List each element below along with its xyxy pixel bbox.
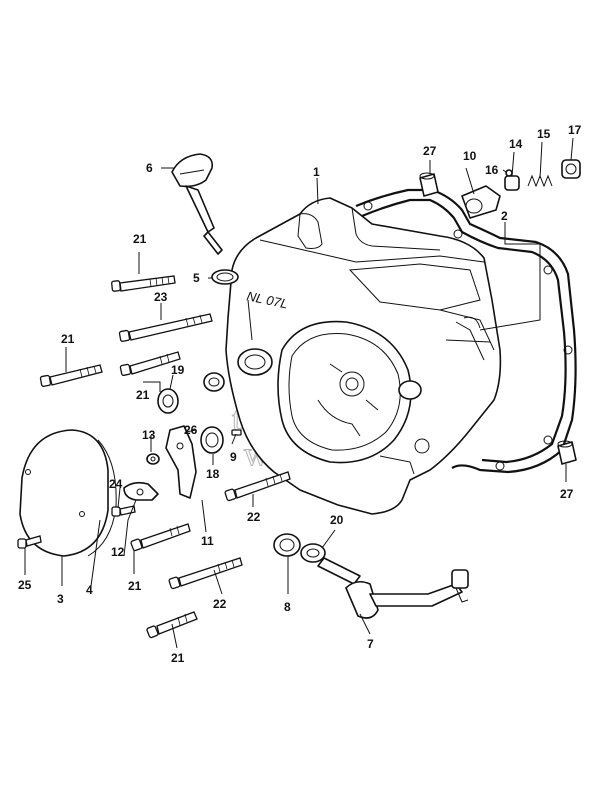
callout-12: 12 bbox=[111, 545, 125, 559]
callout-21-a: 21 bbox=[133, 232, 147, 246]
oil-seal-19 bbox=[157, 388, 179, 414]
callout-21-b: 21 bbox=[61, 332, 75, 346]
callout-13: 13 bbox=[142, 428, 156, 442]
pin-9 bbox=[231, 429, 242, 436]
callout-5: 5 bbox=[193, 271, 200, 285]
bolt-21-bottom bbox=[146, 611, 198, 639]
callout-1: 1 bbox=[313, 165, 320, 179]
callout-23: 23 bbox=[154, 290, 168, 304]
nut-13 bbox=[146, 453, 160, 465]
cam-12 bbox=[123, 481, 159, 501]
pin-16 bbox=[505, 169, 513, 177]
callout-25: 25 bbox=[18, 578, 32, 592]
bolt-21-right bbox=[119, 351, 181, 377]
callout-4: 4 bbox=[86, 583, 93, 597]
callout-3: 3 bbox=[57, 592, 64, 606]
callout-18: 18 bbox=[206, 467, 220, 481]
bushing-27-top bbox=[419, 172, 439, 197]
bolt-22-lower bbox=[168, 557, 243, 590]
oil-filler-cap bbox=[171, 153, 223, 255]
callout-21-d: 21 bbox=[128, 579, 142, 593]
plunger-10 bbox=[461, 185, 501, 219]
bolt-21-lower-a bbox=[130, 523, 191, 552]
cap-17 bbox=[561, 159, 581, 179]
callouts: 1 2 3 4 5 6 7 8 9 10 11 12 13 14 15 16 1… bbox=[18, 123, 582, 665]
callout-26: 26 bbox=[184, 423, 198, 437]
callout-19: 19 bbox=[171, 363, 185, 377]
callout-27-a: 27 bbox=[423, 144, 437, 158]
callout-11: 11 bbox=[201, 534, 214, 548]
screw-25 bbox=[17, 535, 42, 549]
bolt-22-center bbox=[224, 471, 291, 502]
callout-6: 6 bbox=[146, 161, 153, 175]
washer-20 bbox=[300, 543, 326, 563]
bushing-27-right bbox=[557, 440, 577, 465]
callout-15: 15 bbox=[537, 127, 551, 141]
callout-16: 16 bbox=[485, 163, 499, 177]
bolt-23 bbox=[118, 313, 213, 342]
collar-14 bbox=[504, 175, 520, 191]
callout-10: 10 bbox=[463, 149, 477, 163]
callout-14: 14 bbox=[509, 137, 523, 151]
right-crankcase-cover: NL 07L bbox=[203, 197, 502, 515]
callout-21-c: 21 bbox=[136, 388, 150, 402]
callout-2: 2 bbox=[501, 209, 508, 223]
oil-seal-18 bbox=[200, 426, 224, 454]
callout-8: 8 bbox=[284, 600, 291, 614]
callout-17: 17 bbox=[568, 123, 582, 137]
bolt-21-upper bbox=[111, 275, 176, 292]
kick-starter-arm bbox=[317, 557, 469, 619]
callout-27-b: 27 bbox=[560, 487, 574, 501]
bolt-21-middle bbox=[39, 364, 103, 387]
callout-22-b: 22 bbox=[213, 597, 227, 611]
callout-21-e: 21 bbox=[171, 651, 185, 665]
callout-24: 24 bbox=[109, 477, 123, 491]
callout-7: 7 bbox=[367, 637, 374, 651]
callout-22-a: 22 bbox=[247, 510, 261, 524]
seal-8 bbox=[273, 533, 301, 557]
o-ring-filler-cap bbox=[211, 269, 239, 285]
callout-9: 9 bbox=[230, 450, 237, 464]
clutch-side-cover bbox=[19, 429, 117, 557]
leader-lines bbox=[24, 137, 574, 649]
callout-20: 20 bbox=[330, 513, 344, 527]
